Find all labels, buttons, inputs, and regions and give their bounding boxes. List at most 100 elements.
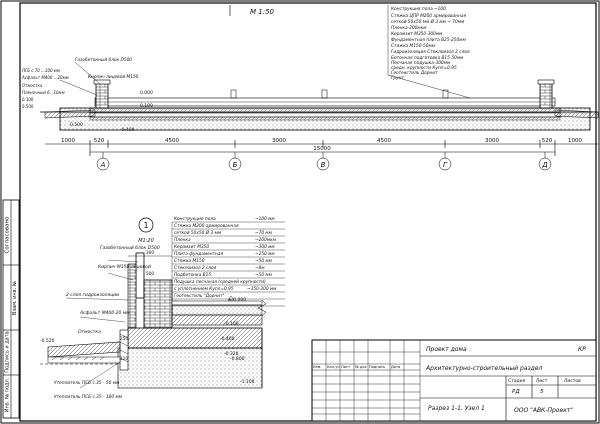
dim-2: 4500 — [165, 138, 179, 144]
node-layer-7-value: ~8м — [255, 265, 265, 271]
node-layer-5: Плита фундаментная — [174, 251, 224, 257]
node-level-2: -0.400 — [220, 336, 235, 342]
tb-stage: РД — [512, 389, 520, 395]
section-callout-0: Газобетонный блок D500 — [75, 57, 132, 63]
spec-line-9: Песчаная подушка-300мм — [391, 60, 451, 66]
node-layer-0: Конструкция пола — [174, 216, 216, 222]
node-layer-4: Керамзит М350 — [174, 244, 209, 250]
section-floor-spec: Конструкция пола ~100 Стяжка ЦПР М200 ар… — [387, 5, 471, 99]
node-layer-8-value: ~50 мм — [255, 272, 273, 278]
section-wall-right — [539, 82, 553, 109]
node-sand — [117, 347, 263, 389]
node-layer-10-value: ~350-300 мм — [247, 286, 277, 292]
rev-header-2: Лист — [341, 365, 350, 369]
section-dimensions: 1000 520 4500 3000 15000 4500 3000 520 1… — [45, 138, 598, 156]
spec-line-10: средн. крупности Купл=0,95 — [391, 65, 457, 71]
tb-code: КР — [578, 346, 586, 353]
rev-header-4: Подпись — [369, 365, 385, 369]
dim-3: 3000 — [272, 138, 286, 144]
rev-header-1: Кол.уч — [327, 365, 339, 369]
stamp-inv: Инв. № подл. — [5, 377, 11, 412]
node-level-4: -0.320 — [224, 351, 239, 357]
node-layer-3: Пленка — [174, 237, 191, 243]
node-layer-8: Подбетонка В15 — [174, 272, 211, 278]
side-stamp: Согласовано Инв. № подл. Подпись и дата … — [2, 199, 20, 419]
dim-0: 1000 — [61, 138, 75, 144]
section-scale: М 1:50 — [250, 8, 275, 16]
tb-sheets-label: Листов — [563, 378, 581, 384]
spec-line-12: Грунт — [391, 75, 404, 81]
node-layer-0-value: ~100 мм — [255, 216, 275, 222]
rev-header-5: Дата — [391, 365, 400, 369]
axis-g: Г — [443, 161, 448, 169]
spec-line-11: Геотекстиль Дорнит — [391, 70, 438, 76]
node-dims: 300 500 250 120 — [120, 250, 172, 362]
dim-7: 520 — [542, 138, 553, 144]
node-callout-1: Кирпич М150 лицевой — [98, 264, 151, 270]
spec-line-1: Стяжка ЦПР М200 армированная — [391, 13, 467, 19]
tb-stage-label: Стадия — [508, 378, 526, 384]
section-callout-5: Пленочный 6...10мм — [22, 90, 65, 95]
node-layer-11: Геотекстиль "Дорнит" — [174, 293, 225, 299]
node-level-3: -0.520 — [40, 338, 55, 344]
spec-line-8: Бетонная подготовка В15-50мм — [391, 55, 464, 61]
tb-section: Архитектурно-строительный раздел — [425, 365, 543, 372]
spec-line-2: сеткой 50х50 мм Ø 3 мм ~ 70мм — [391, 18, 465, 25]
node-brick — [143, 279, 173, 329]
axis-b: Б — [233, 161, 238, 169]
node-dim-1: 500 — [146, 271, 154, 277]
section-1-1: М 1:50 0.000 0.100 0.500 -0.400 — [21, 5, 599, 171]
section-level-0: 0.000 — [140, 90, 153, 96]
tb-project: Проект дома — [426, 346, 467, 353]
rev-header-0: Изм. — [313, 365, 321, 369]
section-level-3: -0.400 — [120, 127, 135, 133]
node-layer-2-value: ~70 мм — [255, 230, 273, 236]
node-layer-10: с уплотнением Купл=0,95 — [174, 286, 234, 292]
tb-sheet-title: Разрез 1-1. Узел 1 — [428, 405, 485, 412]
section-level-2: 0.500 — [70, 122, 83, 128]
axis-d: Д — [541, 161, 548, 169]
spec-line-7: Гидроизоляция Стеклоизол 2 слоя — [391, 49, 470, 55]
node-callout-2: 2 слоя гидроизоляции — [66, 292, 119, 298]
inner-frame — [19, 2, 597, 422]
node-construction — [40, 252, 267, 389]
spec-line-0: Конструкция пола ~100 — [391, 6, 446, 12]
node-scale: М1:20 — [138, 238, 154, 244]
section-callout-7: 0.500 — [22, 104, 34, 109]
node-levels: ± 0.000 -0.100 -0.400 -0.520 -0.320 -0.8… — [40, 295, 255, 385]
section-wall-left — [95, 82, 109, 109]
spec-line-3: Пленка-200мкм — [391, 25, 427, 31]
node-layer-2: сеткой 50х50 Ø 3 мм — [174, 229, 222, 236]
node-callout-4: Отмостка — [78, 329, 101, 335]
node-layer-3-value: ~200мкм — [255, 237, 277, 243]
dim-1: 520 — [94, 138, 105, 144]
dim-8: 1000 — [568, 138, 582, 144]
section-level-1: 0.100 — [140, 103, 153, 109]
node-level-1: -0.100 — [224, 321, 239, 327]
node-callout-0: Газобетонный блок D500 — [100, 245, 160, 251]
node-callout-6: Утеплитель ПСБ с.35 - 100 мм — [54, 394, 123, 400]
node-level-5: -0.800 — [230, 356, 245, 362]
stamp-replace: Взам. инв. № — [12, 280, 18, 315]
tb-sheet: 5 — [540, 389, 544, 395]
section-callout-1: Кирпич лицевой М150 — [88, 74, 139, 80]
axis-v: В — [321, 161, 326, 169]
node-layer-5-value: ~250 мм — [255, 251, 275, 257]
dim-4: 15000 — [313, 146, 331, 152]
node-gasblock — [135, 252, 145, 299]
node-dim-0: 300 — [146, 250, 154, 256]
spec-line-4: Керамзит М350-300мм — [391, 31, 443, 37]
spec-line-6: Стяжка М150-50мм — [391, 43, 436, 49]
axis-markers: А Б В Г Д — [96, 152, 552, 171]
axis-a: А — [100, 161, 106, 169]
node-callout-5: Утеплитель ПСБ с.35 - 50 мм — [54, 380, 120, 386]
node-layer-1: Стяжка М200 армированная — [174, 223, 239, 229]
node-layer-7: Стеклоизол 2 слоя — [174, 265, 217, 271]
dim-5: 4500 — [377, 138, 391, 144]
node-layer-6: Стяжка М150 — [174, 258, 205, 264]
node-number: 1 — [143, 221, 148, 230]
section-callout-3: Асфальт М400 ...20мм — [21, 75, 69, 80]
dim-6: 3000 — [485, 138, 499, 144]
